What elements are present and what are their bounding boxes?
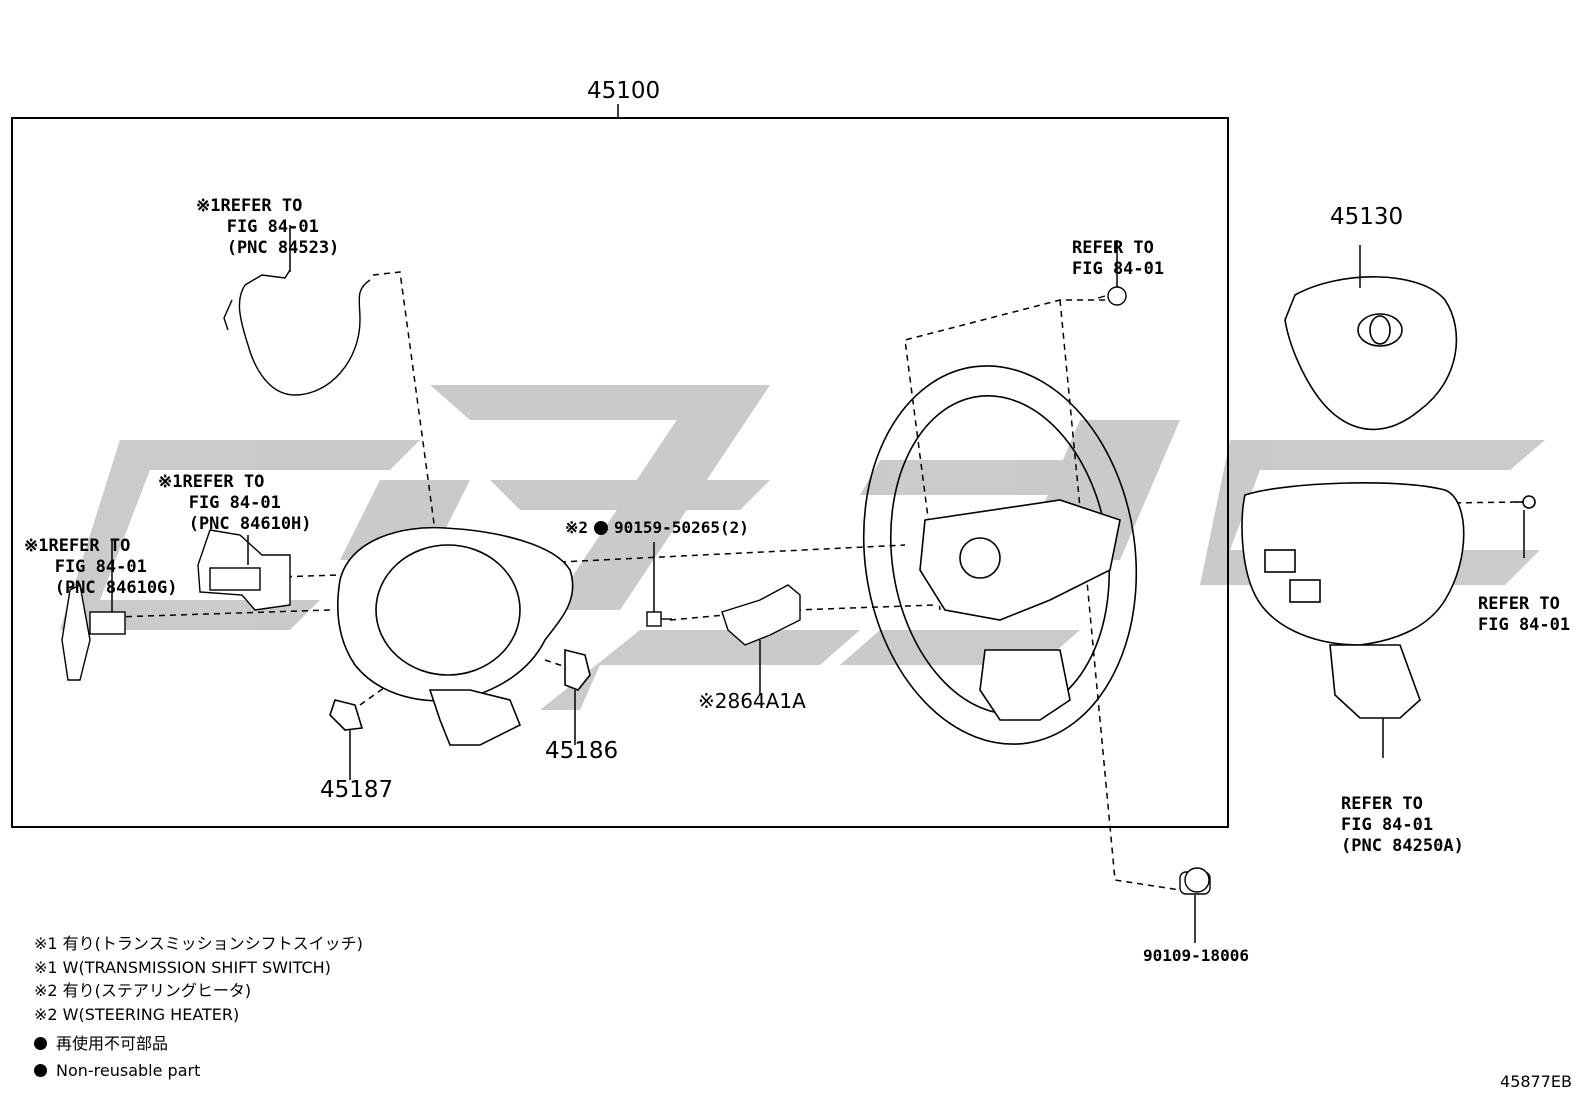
part-number-nut: 90109-18006 — [1143, 946, 1249, 965]
bullet-icon — [34, 1037, 47, 1050]
legend-line: ※2 有り(ステアリングヒータ) — [34, 981, 252, 1000]
legend: ※1 有り(トランスミッションシフトスイッチ) ※1 W(TRANSMISSIO… — [34, 932, 363, 1082]
assembly-number: 45100 — [587, 78, 661, 104]
legend-mark-jp: 再使用不可部品 — [34, 1032, 363, 1056]
bullet-icon — [34, 1063, 47, 1077]
legend-mark-en: Non-reusable part — [34, 1059, 363, 1083]
legend-line: ※1 W(TRANSMISSION SHIFT SWITCH) — [34, 957, 331, 977]
part-number-airbag: 45130 — [1330, 204, 1404, 230]
horn-nut — [1097, 240, 1127, 306]
legend-line: ※2 W(STEERING HEATER) — [34, 1004, 240, 1024]
screw-and-heater — [646, 542, 801, 695]
legend-line: ※1 有り(トランスミッションシフトスイッチ) — [34, 934, 363, 953]
wire-harness — [223, 225, 371, 396]
part-number-screw: 90159-50265(2) — [614, 518, 749, 537]
steering-rear-cover — [329, 526, 591, 780]
part-number-cover-lower: 45187 — [320, 777, 394, 803]
bottom-nut — [1179, 867, 1211, 943]
part-number-screw-marker: ※2 — [565, 518, 589, 537]
callout-switch-g-ref: ※1REFER TO FIG 84-01 (PNC 84610G) — [24, 536, 178, 598]
callout-switch-h-ref: ※1REFER TO FIG 84-01 (PNC 84610H) — [158, 472, 312, 534]
part-number-heater: ※2864A1A — [698, 689, 806, 713]
callout-wire-ref: ※1REFER TO FIG 84-01 (PNC 84523) — [196, 196, 340, 258]
lower-cover-assy — [1241, 482, 1536, 758]
steering-wheel — [862, 365, 1138, 745]
paddle-switch-parts — [61, 529, 291, 681]
airbag-module — [1284, 245, 1458, 431]
assembly-frame — [11, 117, 1229, 828]
figure-id: 45877EB — [1500, 1072, 1572, 1091]
non-reusable-dot-icon — [594, 521, 608, 535]
part-number-cover-small: 45186 — [545, 738, 619, 764]
